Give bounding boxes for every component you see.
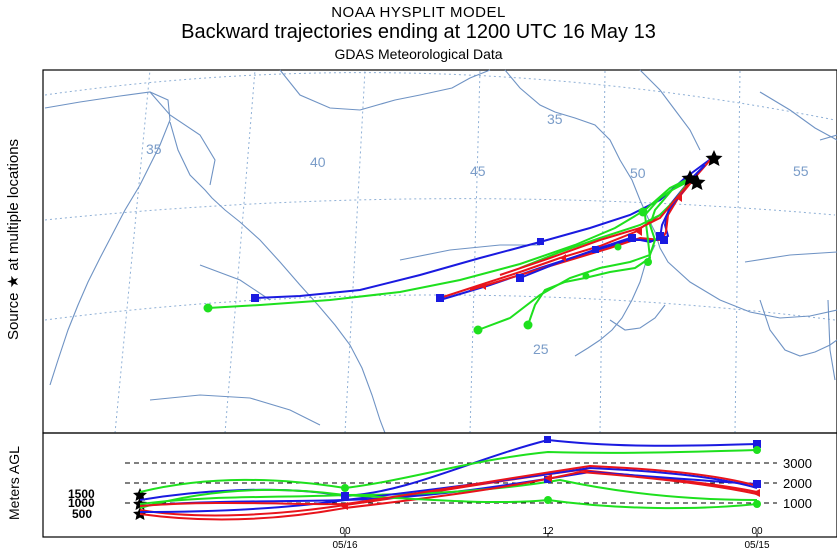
coastlines [44, 69, 837, 434]
trajectory-green-3 [527, 177, 691, 326]
height-tick-label: 3000 [783, 456, 812, 471]
trajectory-green-1 [207, 177, 691, 309]
time-date-label: 05/15 [744, 540, 769, 551]
time-axis-labels: 00 05/16 12 00 05/15 [332, 526, 769, 551]
grid-labels: 35 25 35 40 45 50 55 [146, 111, 809, 357]
time-date-label: 05/16 [332, 540, 357, 551]
source-star-icon [133, 488, 147, 501]
source-star-icon [705, 150, 723, 166]
trajectory-red-3 [499, 181, 691, 276]
height-tick-label: 1500 [68, 487, 95, 501]
lon-label: 35 [146, 141, 162, 157]
source-star-icon [133, 507, 147, 520]
lat-lon-grid [44, 69, 836, 434]
trajectory-blue-3 [519, 187, 686, 279]
height-tick-label: 1000 [783, 496, 812, 511]
height-tick-label: 500 [72, 507, 92, 521]
lon-label: 50 [630, 165, 646, 181]
time-hour-label: 00 [751, 526, 763, 537]
trajectories-map [207, 157, 713, 331]
trajectory-markers-map [203, 194, 682, 335]
time-axis-ticks [344, 533, 758, 537]
trajectory-title: Backward trajectories ending at 1200 UTC… [181, 21, 656, 43]
lon-label: 55 [793, 163, 809, 179]
trajectory-green-2 [477, 177, 696, 331]
height-tick-label: 2000 [783, 476, 812, 491]
height-tick-label: 1000 [68, 496, 95, 510]
height-panel-frame [42, 432, 837, 538]
time-hour-label: 12 [542, 526, 554, 537]
source-star-icon [688, 174, 706, 190]
trajectory-markers-height [340, 436, 761, 510]
time-hour-label: 00 [339, 526, 351, 537]
height-left-ticks: 1500 1000 500 [68, 487, 95, 521]
lon-label: 40 [310, 154, 326, 170]
model-title: NOAA HYSPLIT MODEL [331, 4, 506, 21]
lon-label: 45 [470, 163, 486, 179]
data-source-title: GDAS Meteorological Data [334, 46, 503, 62]
source-star-icons [681, 150, 723, 190]
trajectories-height [139, 438, 758, 521]
lat-label: 25 [533, 341, 549, 357]
height-right-ticks: 3000 2000 1000 [783, 456, 812, 511]
lat-label: 35 [547, 111, 563, 127]
